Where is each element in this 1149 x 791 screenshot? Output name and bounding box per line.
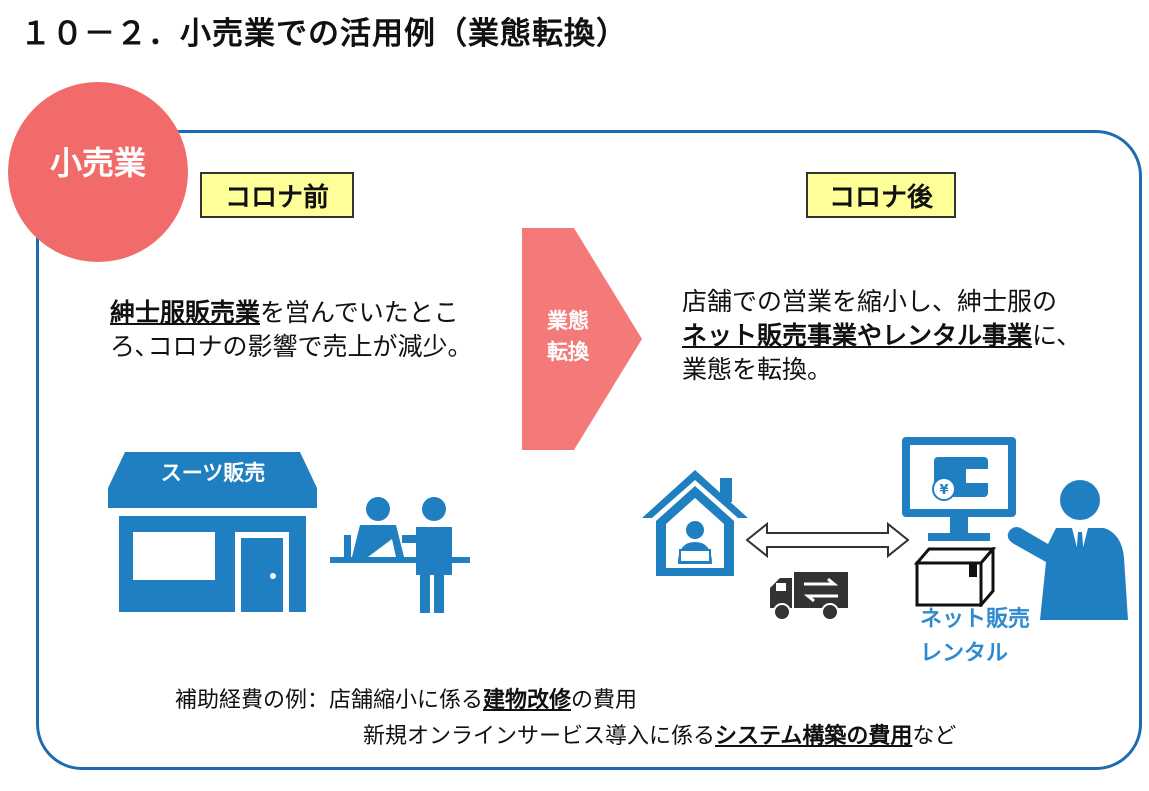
before-line-2: ろ､コロナの影響で売上が減少。 xyxy=(110,332,473,361)
online-label-sales: ネット販売 xyxy=(920,607,1031,632)
home-icon xyxy=(642,470,748,576)
before-description: 紳士服販売業を営んでいたとこ ろ､コロナの影響で売上が減少。 xyxy=(110,296,473,364)
arrow-label: 業態 転換 xyxy=(522,306,614,368)
arrow-label-line-2: 転換 xyxy=(547,340,589,364)
businessman-icon xyxy=(1007,480,1128,620)
category-badge-label: 小売業 xyxy=(49,144,146,182)
after-keyword: ネット販売事業やレンタル事業 xyxy=(682,321,1033,350)
conversion-arrow: 業態 転換 xyxy=(522,228,642,450)
category-badge: 小売業 xyxy=(8,82,188,262)
double-arrow-icon xyxy=(745,521,910,559)
footer-line-2-pre: 新規オンラインサービス導入に係る xyxy=(363,724,716,749)
after-description: 店舗での営業を縮小し、紳士服の ネット販売事業やレンタル事業に、 業態を転換。 xyxy=(682,285,1081,387)
before-line-1-text: を営んでいたとこ xyxy=(260,298,459,327)
footer-line-2-keyword: システム構築の費用 xyxy=(715,724,913,749)
content-frame xyxy=(36,130,1142,770)
store-sign: スーツ販売 xyxy=(161,461,266,485)
online-label-rental: レンタル xyxy=(920,641,1009,666)
svg-text:¥: ¥ xyxy=(939,483,948,498)
footer-line-1-keyword: 建物改修 xyxy=(483,688,572,713)
after-line-3: 業態を転換。 xyxy=(682,355,833,384)
before-label: コロナ前 xyxy=(200,172,354,218)
after-label: コロナ後 xyxy=(806,172,956,218)
before-line-1: 紳士服販売業を営んでいたとこ xyxy=(110,296,473,330)
online-service-labels: ネット販売 レンタル xyxy=(920,603,1030,671)
footer-line-2-post: など xyxy=(912,724,957,749)
delivery-truck-icon xyxy=(770,572,848,621)
arrow-shape xyxy=(522,228,642,450)
footer-line-1: 補助経費の例：店舗縮小に係る建物改修の費用 xyxy=(175,686,637,716)
online-shop-monitor-icon: ¥ xyxy=(902,437,1016,541)
after-line-2-text: に、 xyxy=(1032,321,1082,350)
footer-line-1-post: の費用 xyxy=(571,688,638,713)
shop-counter-icon xyxy=(330,497,470,613)
store-icon: スーツ販売 xyxy=(108,452,317,612)
page-title: １０－２．小売業での活用例（業態転換） xyxy=(20,16,628,52)
after-line-2: ネット販売事業やレンタル事業に、 xyxy=(682,319,1081,353)
footer-line-1-pre: 補助経費の例：店舗縮小に係る xyxy=(175,688,484,713)
footer-line-2: 新規オンラインサービス導入に係るシステム構築の費用など xyxy=(363,722,956,752)
arrow-label-line-1: 業態 xyxy=(547,309,589,333)
package-box-icon xyxy=(913,547,997,607)
after-line-1: 店舗での営業を縮小し、紳士服の xyxy=(682,287,1058,316)
before-keyword: 紳士服販売業 xyxy=(110,298,261,327)
